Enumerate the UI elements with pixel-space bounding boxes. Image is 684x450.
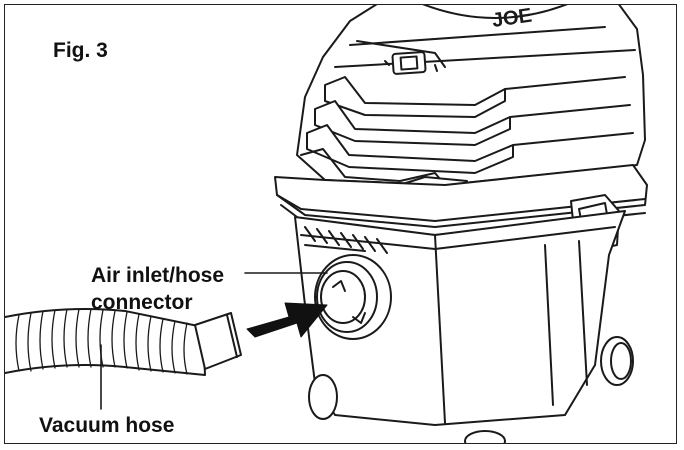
rear-wheel xyxy=(600,336,634,386)
direction-arrow xyxy=(246,302,328,338)
vent-3 xyxy=(306,124,514,174)
front-wheel-bottom xyxy=(464,430,506,443)
vacuum-hose-callout: Vacuum hose xyxy=(39,414,175,437)
power-switch xyxy=(391,51,427,75)
air-inlet-callout-line1: Air inlet/hose xyxy=(91,264,225,287)
front-wheel-left xyxy=(308,374,338,420)
motor-head-top-cap xyxy=(422,5,568,19)
vent-2 xyxy=(314,100,511,146)
vent-1 xyxy=(324,76,506,118)
figure-title: Fig. 3 xyxy=(53,39,108,62)
vacuum-illustration: JOE xyxy=(5,5,648,443)
air-inlet-callout: Air inlet/hose connector xyxy=(91,262,224,316)
vent-4 xyxy=(300,148,446,186)
hose-corrugations xyxy=(15,308,188,375)
figure-frame: JOE xyxy=(4,4,677,444)
air-inlet-callout-line2: connector xyxy=(91,291,193,314)
vacuum-hose-outline xyxy=(5,308,206,376)
lid-rim xyxy=(274,164,648,228)
